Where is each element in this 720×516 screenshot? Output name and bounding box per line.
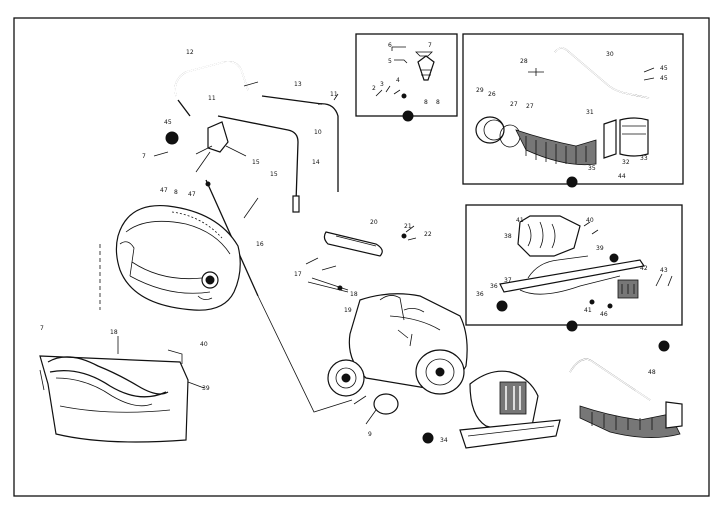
callout-15-cord: 15 — [270, 171, 278, 178]
callout-40-bag: 40 — [200, 341, 208, 348]
ref-marker-dot — [658, 340, 670, 352]
callout-kit-6: 6 — [388, 42, 392, 49]
callout-45-handle: 45 — [164, 119, 172, 126]
callout-47b: 47 — [188, 191, 196, 198]
callout-41b: 41 — [584, 307, 592, 314]
callout-kit-3: 3 — [380, 81, 384, 88]
callout-30: 30 — [606, 51, 614, 58]
callout-27a: 27 — [510, 101, 518, 108]
callout-47a: 47 — [160, 187, 168, 194]
callout-27b: 27 — [526, 103, 534, 110]
callout-29: 29 — [476, 87, 484, 94]
callout-kit-8a: 8 — [424, 99, 428, 106]
callout-42: 42 — [640, 265, 648, 272]
callout-18: 18 — [110, 329, 118, 336]
leader-line — [257, 295, 353, 413]
tool-assembly — [496, 215, 673, 332]
callout-40: 40 — [586, 217, 594, 224]
callout-17: 17 — [294, 271, 302, 278]
callout-8-switch: 8 — [174, 189, 178, 196]
callout-10: 10 — [314, 129, 322, 136]
callout-19: 19 — [344, 307, 352, 314]
callout-7-bag: 7 — [40, 325, 44, 332]
callout-11-handle: 11 — [208, 95, 216, 102]
lower-hose — [569, 340, 683, 438]
callout-36b: 36 — [490, 283, 498, 290]
motor-body — [305, 225, 468, 425]
callout-9: 9 — [368, 431, 372, 438]
callout-kit-5: 5 — [388, 58, 392, 65]
callout-37: 37 — [504, 277, 512, 284]
callout-21: 21 — [404, 223, 412, 230]
callout-41a: 41 — [516, 217, 524, 224]
callout-34: 34 — [440, 437, 448, 444]
callout-14: 14 — [312, 159, 320, 166]
callout-48: 48 — [648, 369, 656, 376]
switch-housing — [207, 121, 229, 153]
callout-kit-4: 4 — [396, 77, 400, 84]
bag-cover — [115, 204, 241, 311]
callout-36a: 36 — [476, 291, 484, 298]
callout-44: 44 — [618, 173, 626, 180]
ref-marker-dot — [402, 110, 414, 122]
callout-32: 32 — [622, 159, 630, 166]
callout-39-inset: 39 — [596, 245, 604, 252]
callout-46: 46 — [600, 311, 608, 318]
callout-31: 31 — [586, 109, 594, 116]
callout-20: 20 — [370, 219, 378, 226]
callout-28-inset: 28 — [520, 58, 528, 65]
callout-45-inset-b: 45 — [660, 75, 668, 82]
hose-assembly — [475, 47, 655, 188]
callout-39-bag: 39 — [202, 385, 210, 392]
nozzle — [422, 370, 561, 449]
handle-assembly — [153, 60, 339, 297]
callout-15-switch: 15 — [252, 159, 260, 166]
callout-26: 26 — [488, 91, 496, 98]
callout-43: 43 — [660, 267, 668, 274]
callout-kit-2: 2 — [372, 85, 376, 92]
callout-7-switch: 7 — [142, 153, 146, 160]
callout-kit-7: 7 — [428, 42, 432, 49]
callout-11-cord: 11 — [330, 91, 338, 98]
callout-13: 13 — [294, 81, 302, 88]
inset-small-parts-frame — [355, 33, 458, 117]
callout-22: 22 — [424, 231, 432, 238]
diagram-border — [13, 17, 710, 497]
small-parts-kit — [375, 46, 435, 122]
callout-45-inset-a: 45 — [660, 65, 668, 72]
callout-kit-8b: 8 — [436, 99, 440, 106]
ref-marker-dot — [422, 432, 434, 444]
callout-16: 16 — [256, 241, 264, 248]
ref-marker-dot — [566, 320, 578, 332]
dust-bag — [39, 244, 205, 443]
ref-marker-dot — [566, 176, 578, 188]
callout-33: 33 — [640, 155, 648, 162]
callout-38: 38 — [504, 233, 512, 240]
ref-marker-dot — [496, 300, 508, 312]
callout-18-motor: 18 — [350, 291, 358, 298]
callout-12: 12 — [186, 49, 194, 56]
ref-marker-dot — [165, 131, 179, 145]
callout-35: 35 — [588, 165, 596, 172]
